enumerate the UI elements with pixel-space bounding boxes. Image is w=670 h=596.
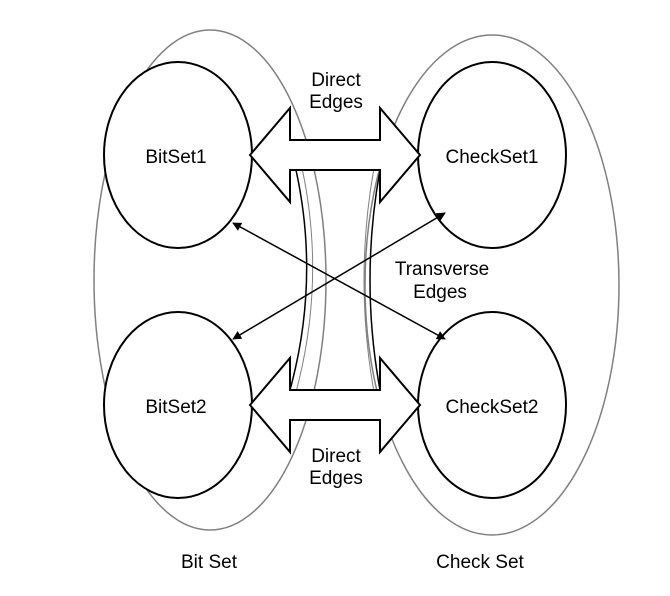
checkset1-label: CheckSet1 (446, 147, 539, 168)
bit-set-group-label: Bit Set (181, 552, 238, 573)
check-set-group-label: Check Set (436, 552, 524, 573)
transverse-edge-bitset1-checkset2 (232, 222, 446, 340)
direct-edge-bottom-arrow (248, 355, 422, 455)
bitset2-label: BitSet2 (145, 397, 206, 418)
checkset2-label: CheckSet2 (446, 397, 539, 418)
transverse-edge-bitset2-checkset1 (232, 212, 446, 340)
direct-edges-bottom-label-line2: Edges (309, 468, 363, 489)
direct-edge-top-arrow (248, 105, 422, 205)
direct-edges-top-label-line2: Edges (309, 92, 363, 113)
middle-band (289, 169, 381, 391)
direct-edges-bottom-label-line1: Direct (311, 446, 361, 467)
bitset1-label: BitSet1 (145, 147, 206, 168)
transverse-edges-label-line2: Edges (413, 282, 467, 303)
middle-band-inner (295, 167, 375, 393)
transverse-edges-label-line1: Transverse (395, 259, 489, 280)
direct-edges-top-label-line1: Direct (311, 70, 361, 91)
